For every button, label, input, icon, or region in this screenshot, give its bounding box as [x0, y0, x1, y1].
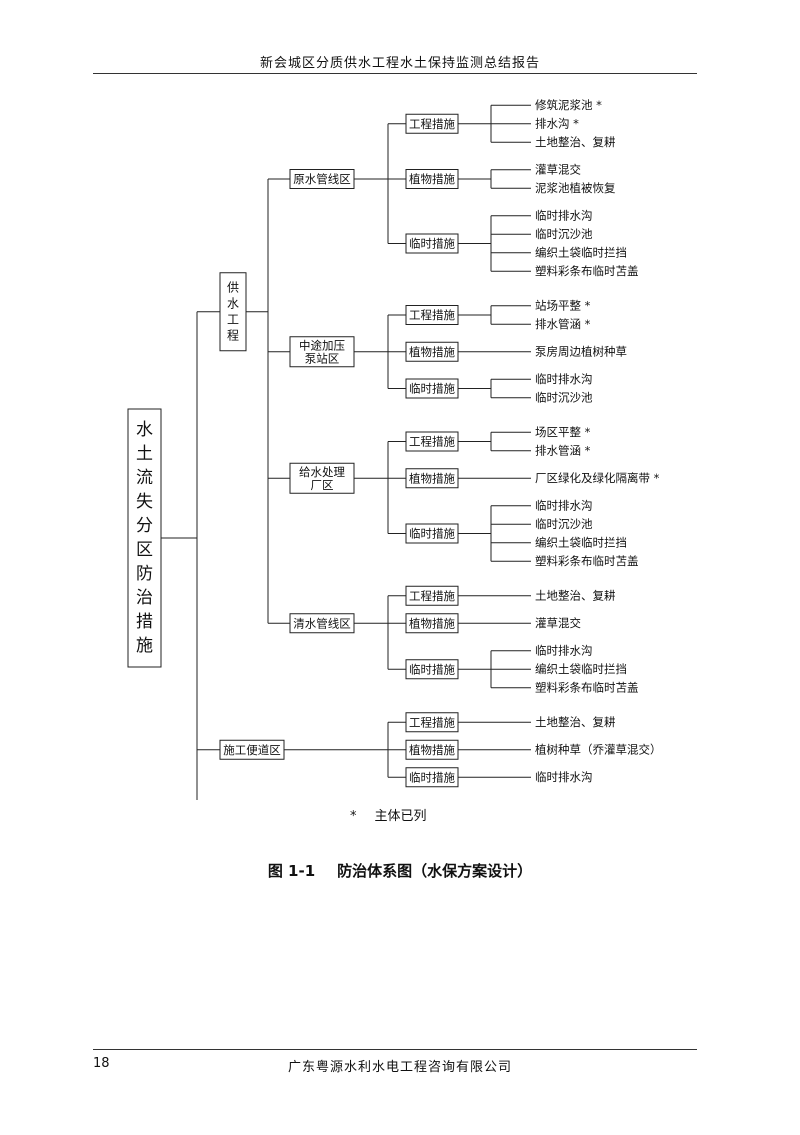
measure-item: 厂区绿化及绿化隔离带 *: [535, 471, 660, 485]
figure-title: 防治体系图（水保方案设计）: [337, 862, 533, 880]
root-label: 治: [136, 588, 153, 608]
category-label: 临时措施: [409, 527, 455, 541]
measure-item: 临时排水沟: [535, 372, 593, 386]
category-label: 工程措施: [409, 715, 455, 729]
root-label: 失: [136, 492, 153, 512]
legend-marker: *: [350, 809, 357, 824]
category-label: 植物措施: [409, 471, 455, 485]
measure-item: 植树种草（乔灌草混交）: [535, 742, 662, 756]
measure-item: 编织土袋临时拦挡: [535, 535, 627, 549]
measure-item: 临时沉沙池: [535, 517, 593, 531]
zone-label: 厂区: [311, 478, 334, 492]
category-label: 植物措施: [409, 743, 455, 757]
measure-item: 土地整治、复耕: [535, 588, 616, 602]
measure-item: 灌草混交: [535, 616, 581, 630]
category-label: 植物措施: [409, 345, 455, 359]
measure-item: 排水管涵 *: [535, 443, 591, 457]
measure-item: 临时沉沙池: [535, 227, 593, 241]
measure-item: 临时沉沙池: [535, 390, 593, 404]
measure-item: 塑料彩条布临时苫盖: [535, 554, 639, 568]
group-label: 程: [227, 327, 239, 342]
footer-divider: [93, 1049, 697, 1050]
legend-note: * 主体已列: [350, 805, 427, 824]
measure-item: 临时排水沟: [535, 770, 593, 784]
category-label: 临时措施: [409, 770, 455, 784]
root-label: 施: [136, 636, 153, 656]
zone-label: 给水处理: [299, 465, 345, 479]
root-label: 防: [136, 564, 153, 584]
measure-item: 泵房周边植树种草: [535, 344, 627, 358]
root-label: 水: [136, 420, 153, 440]
report-header-title: 新会城区分质供水工程水土保持监测总结报告: [259, 56, 540, 71]
zone-label: 原水管线区: [293, 172, 351, 186]
measure-item: 土地整治、复耕: [535, 135, 616, 149]
measure-item: 临时排水沟: [535, 498, 593, 512]
group-label: 施工便道区: [223, 743, 281, 757]
group-label: 水: [227, 296, 239, 310]
zone-box: [289, 336, 355, 368]
zone-label: 中途加压: [299, 338, 345, 352]
measure-item: 站场平整 *: [535, 298, 591, 312]
measure-item: 排水管涵 *: [535, 317, 591, 331]
header-divider: [93, 73, 697, 74]
root-label: 流: [136, 468, 153, 488]
figure-number: 图 1-1: [267, 862, 316, 880]
measure-item: 编织土袋临时拦挡: [535, 662, 627, 676]
root-label: 措: [136, 612, 153, 632]
root-label: 土: [136, 444, 153, 464]
measure-item: 场区平整 *: [535, 425, 591, 439]
measure-item: 塑料彩条布临时苫盖: [535, 264, 639, 278]
group-label: 供: [227, 280, 239, 294]
figure-caption: 图 1-1 防治体系图（水保方案设计）: [0, 860, 800, 881]
measure-item: 土地整治、复耕: [535, 715, 616, 729]
measure-item: 泥浆池植被恢复: [535, 181, 616, 195]
category-label: 工程措施: [409, 117, 455, 131]
page-number: 18: [93, 1056, 110, 1071]
measure-item: 临时排水沟: [535, 643, 593, 657]
category-label: 临时措施: [409, 662, 455, 676]
measure-item: 排水沟 *: [535, 116, 579, 130]
category-label: 临时措施: [409, 382, 455, 396]
measure-item: 修筑泥浆池 *: [535, 98, 602, 112]
group-label: 工: [227, 312, 239, 326]
measure-item: 塑料彩条布临时苫盖: [535, 680, 639, 694]
zone-label: 泵站区: [305, 351, 340, 365]
root-label: 分: [136, 516, 153, 536]
footer-organization: 广东粤源水利水电工程咨询有限公司: [287, 1060, 512, 1075]
legend-text: 主体已列: [374, 809, 427, 824]
category-label: 工程措施: [409, 589, 455, 603]
root-label: 区: [136, 540, 153, 560]
category-label: 工程措施: [409, 435, 455, 449]
category-label: 植物措施: [409, 616, 455, 630]
category-label: 工程措施: [409, 308, 455, 322]
measure-item: 临时排水沟: [535, 208, 593, 222]
measure-item: 编织土袋临时拦挡: [535, 245, 627, 259]
category-label: 植物措施: [409, 172, 455, 186]
zone-label: 清水管线区: [293, 616, 351, 630]
root-box: [127, 408, 162, 668]
measure-item: 灌草混交: [535, 162, 581, 176]
category-label: 临时措施: [409, 237, 455, 251]
